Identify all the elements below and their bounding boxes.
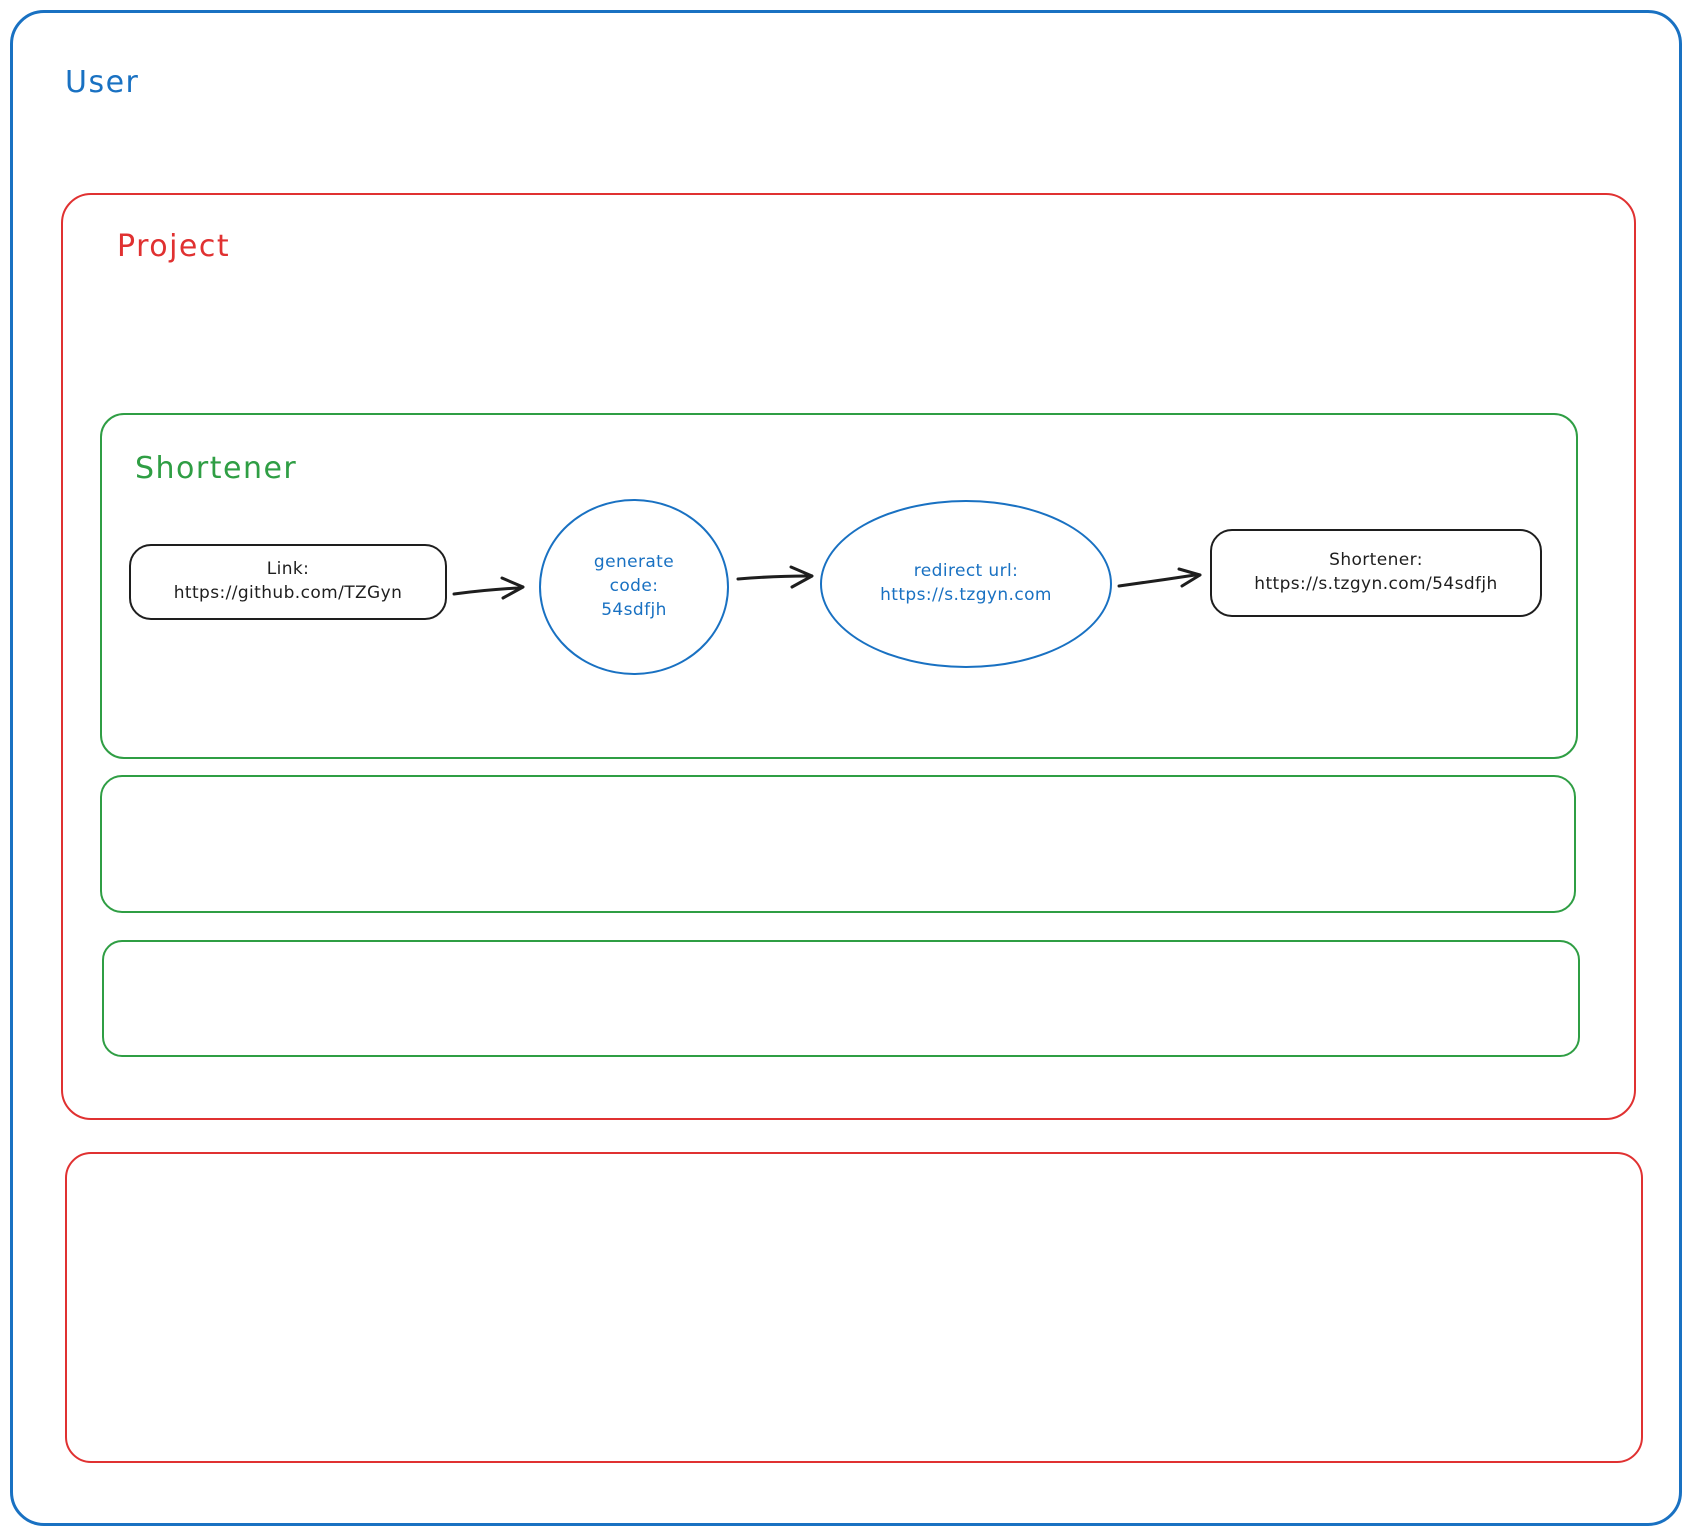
project-container: Project Shortener Link: https://github.c… [61, 193, 1636, 1120]
project-label: Project [117, 229, 231, 264]
node-redirect-line1: redirect url: [913, 561, 1019, 582]
node-shortened-link: Shortener: https://s.tzgyn.com/54sdfjh [1210, 529, 1542, 617]
arrow-redirect-to-shortened [1117, 567, 1202, 588]
empty-red-box [65, 1152, 1643, 1463]
node-link-line2: https://github.com/TZGyn [173, 583, 403, 603]
user-label: User [65, 65, 140, 100]
node-link: Link: https://github.com/TZGyn [129, 544, 447, 620]
node-generate-line3: 54sdfjh [601, 599, 667, 620]
empty-green-box-2 [102, 940, 1580, 1057]
empty-green-box-1 [100, 775, 1576, 913]
arrow-link-to-generate [452, 576, 525, 600]
arrow-generate-to-redirect [736, 565, 814, 589]
node-link-line1: Link: [266, 559, 310, 580]
node-shortened-line2: https://s.tzgyn.com/54sdfjh [1254, 574, 1498, 594]
shortener-label: Shortener [135, 451, 298, 486]
shortener-container: Shortener Link: https://github.com/TZGyn… [100, 413, 1578, 759]
node-generate-line2: code: [609, 576, 659, 597]
node-redirect-line2: https://s.tzgyn.com [880, 585, 1052, 605]
node-generate-code: generate code: 54sdfjh [539, 499, 729, 675]
user-container: User Project Shortener Link: https://git… [10, 10, 1682, 1526]
node-generate-line1: generate [593, 552, 675, 573]
node-shortened-line1: Shortener: [1329, 550, 1423, 571]
node-redirect-url: redirect url: https://s.tzgyn.com [820, 500, 1112, 668]
